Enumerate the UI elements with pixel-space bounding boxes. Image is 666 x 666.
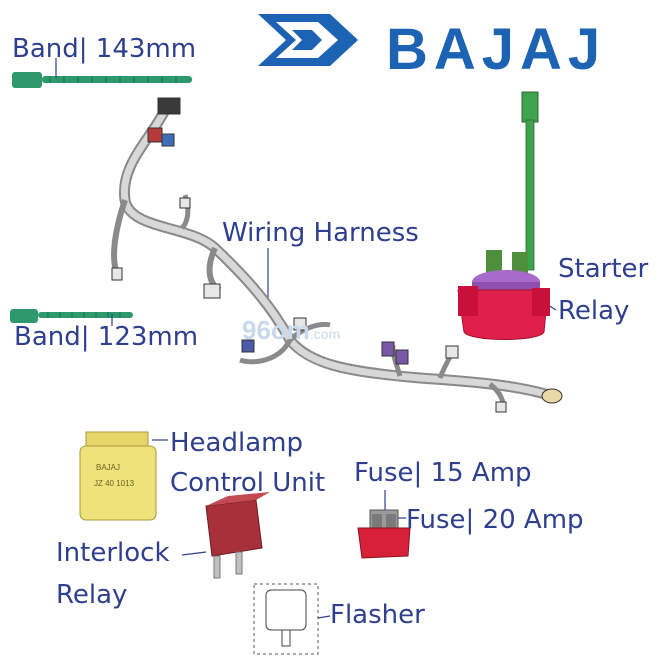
interlock-relay-part <box>205 492 270 579</box>
fuse-assembly-part <box>357 509 411 559</box>
flasher-part <box>253 583 319 655</box>
brand-name: BAJAJ <box>386 17 607 82</box>
watermark-main: 96om <box>242 315 310 345</box>
label-wiring-harness: Wiring Harness <box>222 218 419 248</box>
label-fuse-15: Fuse| 15 Amp <box>354 458 532 488</box>
headlamp-control-unit-part: BAJAJ JZ 40 1013 <box>79 431 157 521</box>
watermark: 96om.com <box>242 316 340 348</box>
harness-connectors <box>111 97 563 413</box>
label-headlamp-line2: Control Unit <box>170 468 326 498</box>
label-interlock-line2: Relay <box>56 580 128 610</box>
band-143-part <box>12 72 192 88</box>
headlamp-stamp-code: JZ 40 1013 <box>94 479 135 488</box>
bajaj-logo-icon <box>258 14 358 66</box>
label-flasher: Flasher <box>330 600 425 630</box>
watermark-suffix: .com <box>309 326 341 342</box>
label-starter-relay-line2: Relay <box>558 296 630 326</box>
label-band-143: Band| 143mm <box>12 34 197 64</box>
headlamp-stamp-brand: BAJAJ <box>96 463 120 472</box>
band-123-part <box>10 309 133 323</box>
label-band-123: Band| 123mm <box>14 322 199 352</box>
label-fuse-20: Fuse| 20 Amp <box>406 505 584 535</box>
starter-relay-part <box>457 91 550 340</box>
label-starter-relay-line1: Starter <box>558 254 649 284</box>
label-headlamp-line1: Headlamp <box>170 428 303 458</box>
label-interlock-line1: Interlock <box>56 538 170 568</box>
